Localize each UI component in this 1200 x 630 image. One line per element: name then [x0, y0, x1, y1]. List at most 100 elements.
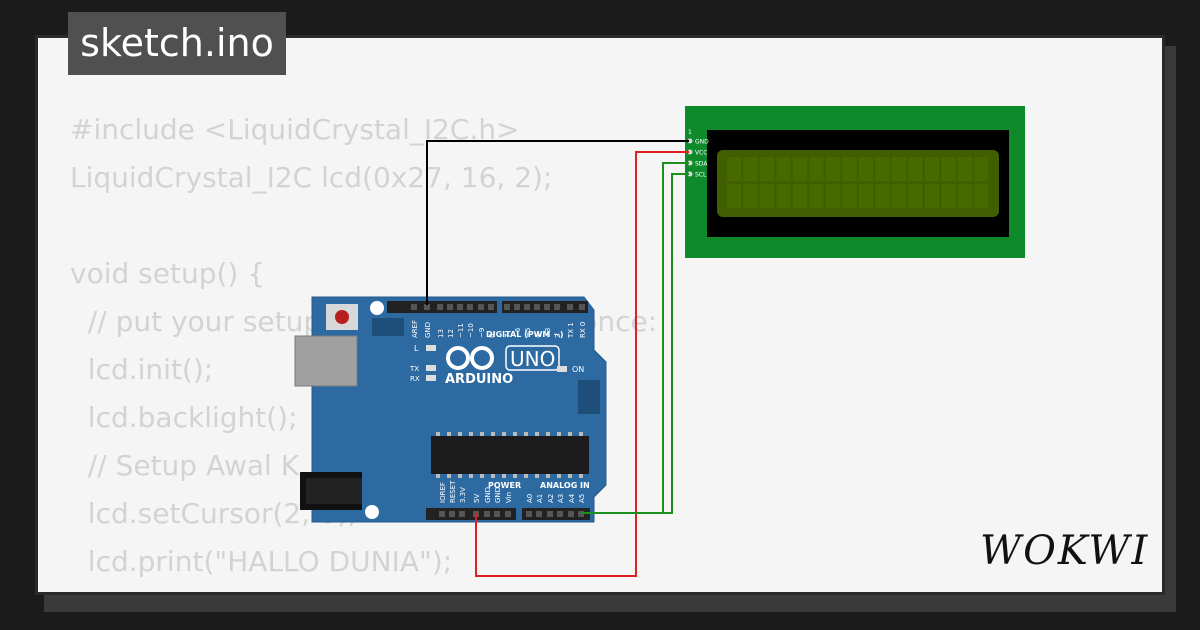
code-line: void setup() {	[70, 257, 266, 290]
bottom-pin-label: A1	[536, 494, 544, 503]
top-pin-label: RX 0	[579, 322, 587, 338]
analog-label: ANALOG IN	[540, 481, 590, 490]
lcd-cell	[875, 184, 890, 208]
sketch-title: sketch.ino	[68, 12, 286, 75]
mount-hole	[370, 301, 384, 315]
bottom-pin-label: GND	[484, 487, 492, 503]
bottom-pin-label: A0	[526, 494, 534, 503]
lcd-cell	[974, 184, 989, 208]
bottom-pin-label: 3.3V	[459, 487, 467, 503]
icsp-header-right	[578, 380, 600, 414]
lcd-cell	[776, 184, 791, 208]
arduino-uno[interactable]: ARDUINO UNO ON L TX RX DIGITAL (PWM ~) P…	[294, 296, 607, 523]
header-pin	[568, 511, 574, 517]
header-pin	[459, 511, 465, 517]
header-pin	[554, 304, 560, 310]
lcd-cell	[793, 184, 807, 208]
lcd-pin-label: SDA	[695, 161, 708, 168]
lcd-pin1-marker: 1	[688, 129, 692, 136]
lcd-cell	[826, 184, 840, 208]
top-pin-label: ~9	[478, 328, 486, 338]
header-pin	[524, 304, 530, 310]
rx-label: RX	[410, 375, 420, 383]
lcd-cell	[908, 184, 923, 208]
header-pin	[447, 304, 453, 310]
lcd-pin-vcc	[687, 149, 693, 155]
lcd-cell	[760, 184, 774, 208]
lcd-cell	[842, 184, 857, 208]
l-label: L	[414, 344, 419, 353]
bottom-pin-label: RESET	[449, 480, 457, 503]
arduino-logo: ARDUINO	[445, 346, 513, 387]
lcd-cell	[859, 184, 873, 208]
lcd-pin-label: GND	[695, 139, 709, 146]
top-pin-label: TX 1	[567, 322, 575, 339]
top-pin-label: 12	[447, 329, 455, 338]
tx-led	[426, 365, 436, 371]
header-pin	[504, 304, 510, 310]
lcd-cell	[793, 157, 807, 181]
header-pin	[557, 511, 563, 517]
lcd-cell	[875, 157, 890, 181]
header-pin	[424, 304, 430, 310]
on-led	[557, 366, 567, 372]
lcd-cell	[743, 157, 758, 181]
svg-text:WOKWI: WOKWI	[980, 528, 1149, 574]
code-line: lcd.print("HALLO DUNIA");	[70, 545, 453, 578]
digital-label: DIGITAL (PWM ~)	[486, 330, 564, 339]
lcd-pin-label: VCC	[695, 150, 707, 157]
lcd-pin-scl	[687, 171, 693, 177]
top-pin-label: 2	[554, 334, 562, 338]
header-pin	[449, 511, 455, 517]
header-pin	[567, 304, 573, 310]
header-pin	[467, 304, 473, 310]
top-pin-label: ~11	[457, 323, 465, 338]
lcd-cell	[859, 157, 873, 181]
bottom-pin-label: 5V	[473, 494, 481, 503]
wokwi-logo: WOKWI	[980, 528, 1149, 574]
l-led	[426, 345, 436, 351]
top-pin-label: 8	[488, 334, 496, 338]
header-pin	[488, 304, 494, 310]
top-pin-label: GND	[424, 322, 432, 338]
uno-badge	[505, 345, 560, 371]
mount-hole	[365, 505, 379, 519]
header-pin	[514, 304, 520, 310]
lcd-cell	[727, 184, 741, 208]
header-pin	[526, 511, 532, 517]
lcd-cell	[941, 157, 956, 181]
header-pin	[534, 304, 540, 310]
lcd-cell	[892, 184, 906, 208]
code-line: lcd.init();	[70, 353, 214, 386]
on-label: ON	[572, 365, 584, 374]
wire-scl	[588, 173, 689, 514]
lcd-cell	[925, 157, 939, 181]
top-pin-label: 7	[504, 334, 512, 338]
top-pin-label: ~10	[467, 323, 475, 338]
wire-gnd	[426, 140, 689, 305]
header-pin	[439, 511, 445, 517]
lcd-cell	[809, 157, 824, 181]
code-line: LiquidCrystal_I2C lcd(0x27, 16, 2);	[70, 161, 553, 194]
header-pin	[478, 304, 484, 310]
header-pin	[505, 511, 511, 517]
code-preview: #include <LiquidCrystal_I2C.h>LiquidCrys…	[70, 106, 657, 592]
top-pin-label: ~6	[514, 327, 522, 338]
bottom-pin-label: A5	[578, 494, 586, 503]
header-pin	[437, 304, 443, 310]
header-pin	[411, 304, 417, 310]
wires[interactable]	[426, 140, 689, 577]
top-pin-label: ~5	[524, 328, 532, 338]
lcd-cell	[760, 157, 774, 181]
lcd-cell	[826, 157, 840, 181]
bottom-pin-label: A3	[557, 494, 565, 503]
bottom-pin-label: Vin	[505, 492, 513, 503]
header-pin	[547, 511, 553, 517]
header-pin	[457, 304, 463, 310]
model-label: UNO	[510, 347, 555, 371]
tx-label: TX	[409, 365, 419, 373]
bottom-pin-label: IOREF	[439, 482, 447, 503]
atmega-chip	[431, 436, 589, 474]
